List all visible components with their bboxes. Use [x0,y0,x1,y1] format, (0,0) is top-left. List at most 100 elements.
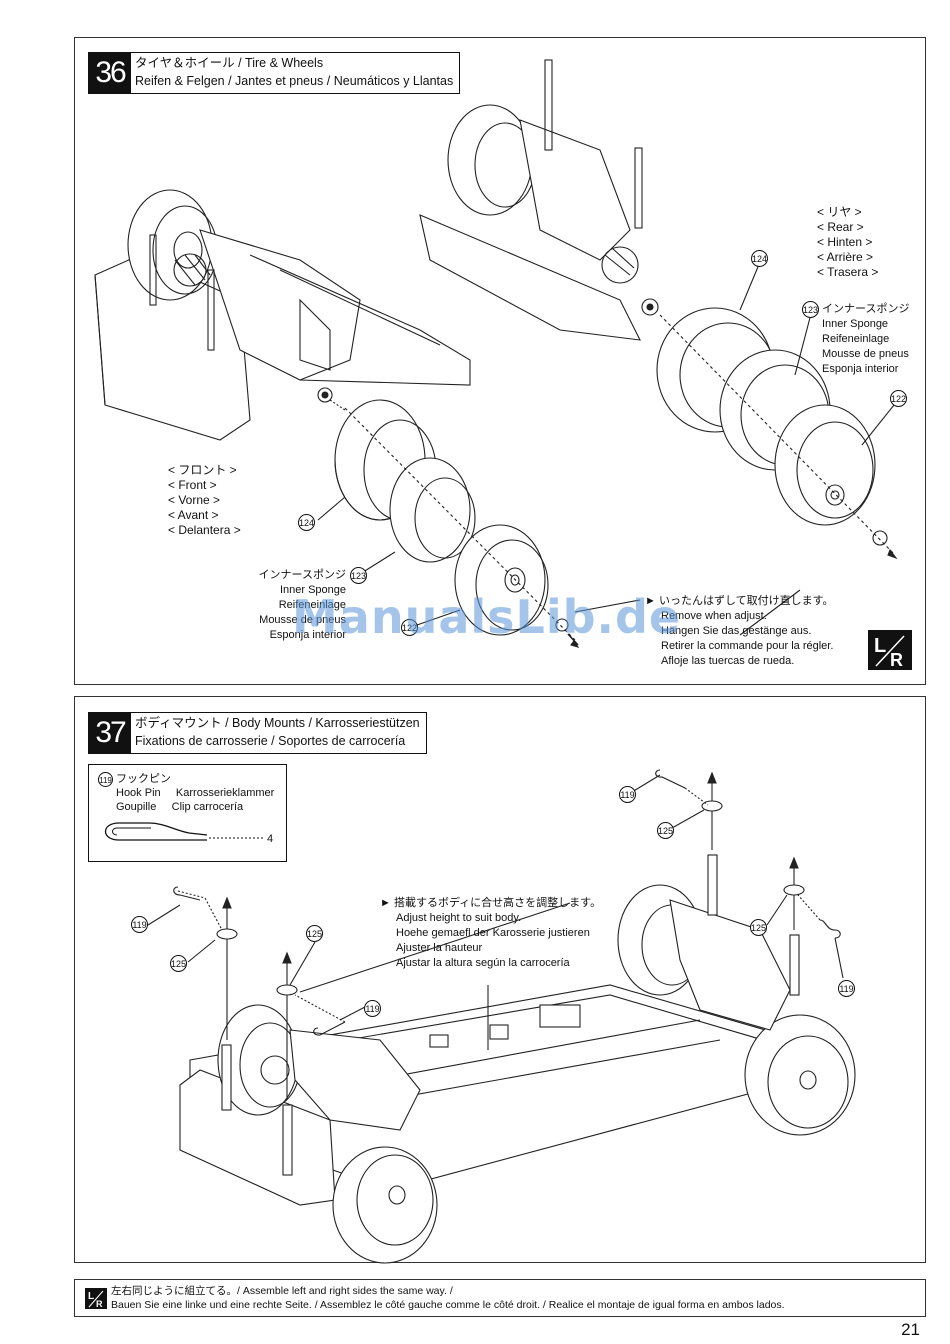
callout-front-sponge: 123 [350,567,367,584]
rear-sponge-jp: インナースポンジ [822,303,910,315]
front-label-es: < Delantera > [168,523,241,537]
rear-label-jp: < リヤ > [817,205,862,219]
step-37-number: 37 [89,713,131,753]
page-number: 21 [901,1320,920,1339]
body-post-front-left [221,1044,232,1111]
svg-text:L: L [874,635,886,657]
rear-wheel-122 [774,404,876,526]
hook-pin-jp: フックピン [116,773,171,785]
front-label-en: < Front > [168,478,217,492]
front-right-wheel-37 [332,1146,438,1264]
hook-pin-icon [104,822,264,841]
callout-rear-tire: 124 [751,250,768,267]
step-36-title-line2: Reifen & Felgen / Jantes et pneus / Neum… [135,74,454,88]
callout-rear-wheel: 122 [890,390,907,407]
hook-pin-rear-right [819,919,841,939]
front-sponge-de: Reifeneinlage [278,599,346,611]
front-sponge-label-group: インナースポンジ Inner Sponge Reifeneinlage Mous… [236,568,346,643]
rear-label-de: < Hinten > [817,235,873,249]
adjust-jp: 搭載するボディに合せ高さを調整します。 [393,897,602,909]
footer-lr-badge: L R [85,1288,107,1309]
step-36-title-line1: タイヤ＆ホイール / Tire & Wheels [135,56,324,70]
rear-label-group: < リヤ > < Rear > < Hinten > < Arrière > <… [817,205,878,280]
rear-sponge-fr: Mousse de pneus [822,348,909,360]
callout-washer-rr: 125 [750,919,767,936]
washer-rear-left [701,800,723,812]
svg-text:R: R [96,1299,103,1309]
callout-pin-rr: 119 [838,980,855,997]
rear-sponge-de: Reifeneinlage [822,333,890,345]
arrow-right-icon: ► [645,595,656,607]
rear-sponge-label-group: インナースポンジ Inner Sponge Reifeneinlage Mous… [822,302,909,377]
footer-line1: 左右同じように組立てる。/ Assemble left and right si… [111,1285,453,1297]
rear-label-en: < Rear > [817,220,864,234]
note-jp: いったんはずして取付け直します。 [658,595,834,607]
step-36-illustration [94,59,899,648]
washer-rear-right [783,884,805,896]
hook-pin-rear-left [655,769,686,789]
callout-rear-sponge: 123 [802,301,819,318]
footer-line2: Bauen Sie eine linke und eine rechte Sei… [111,1299,785,1311]
washer-front-right [276,984,298,996]
body-post-front-right [282,1104,293,1176]
front-label-fr: < Avant > [168,508,219,522]
washer-front-left [216,928,238,940]
hook-pin-es: Clip carrocería [171,801,244,813]
front-sponge-123 [389,457,471,563]
rear-label-es: < Trasera > [817,265,879,279]
step-36-panel [74,37,926,685]
callout-pin-fr: 119 [364,1000,381,1017]
step-37-title-line1: ボディマウント / Body Mounts / Karrosseriestütz… [135,716,420,730]
hook-pin-front-left [173,886,201,901]
front-wheel-122 [454,524,546,636]
callout-pin-rl: 119 [619,786,636,803]
note-fr: Retirer la commande pour la régler. [661,640,834,652]
body-post-rear-right [789,934,800,996]
callout-washer-rl: 125 [657,822,674,839]
callout-washer-fr: 125 [306,925,323,942]
adjust-fr: Ajuster la hauteur [396,942,483,954]
front-label-group: < フロント > < Front > < Vorne > < Avant > <… [168,463,241,538]
adjust-height-note: ► 搭載するボディに合せ高さを調整します。 Adjust height to s… [380,896,601,971]
body-post-rear-left [707,854,718,916]
rear-sponge-en: Inner Sponge [822,318,889,330]
hook-pin-qty: 4 [267,833,274,845]
callout-front-wheel: 122 [401,619,418,636]
step-37-title-line2: Fixations de carrosserie / Soportes de c… [135,734,406,748]
callout-front-tire: 124 [298,514,315,531]
hook-pin-en: Hook Pin [116,787,161,799]
adjust-de: Hoehe gemaefl der Karosserie justieren [396,927,590,939]
step-37-header: 37 ボディマウント / Body Mounts / Karrosseriest… [88,712,427,754]
watermark: ManualsLib.de [292,590,682,644]
hook-pin-parts-box: 119 フックピン Hook Pin Karrosserieklammer Go… [88,764,287,862]
svg-text:R: R [890,650,903,670]
rear-right-wheel-37 [744,1014,856,1136]
rear-sponge-es: Esponja interior [822,363,899,375]
adjust-es: Ajustar la altura según la carrocería [396,957,570,969]
rear-label-fr: < Arrière > [817,250,874,264]
front-label-de: < Vorne > [168,493,221,507]
step-36-number: 36 [89,53,131,93]
left-right-badge: L R [868,630,912,670]
hook-pin-fr: Goupille [116,801,157,813]
front-sponge-jp: インナースポンジ [258,569,346,581]
left-right-icon: L R [874,635,905,670]
adjust-en: Adjust height to suit body. [396,912,522,924]
callout-pin-fl: 119 [131,916,148,933]
note-en: Remove when adjust. [661,610,767,622]
arrow-right-icon-2: ► [380,897,391,909]
hook-pin-front-right [313,1021,346,1036]
footer-note-box: L R 左右同じように組立てる。/ Assemble left and righ… [74,1279,926,1317]
note-es: Afloje las tuercas de rueda. [661,655,795,667]
svg-text:L: L [88,1291,94,1302]
front-sponge-en: Inner Sponge [279,584,346,596]
front-sponge-fr: Mousse de pneus [259,614,346,626]
left-right-icon-small: L R [88,1290,104,1309]
step-36-header: 36 タイヤ＆ホイール / Tire & Wheels Reifen & Fel… [88,52,461,94]
callout-washer-fl: 125 [170,955,187,972]
remove-adjust-note: ► いったんはずして取付け直します。 Remove when adjust. H… [645,594,834,669]
front-sponge-es: Esponja interior [269,629,346,641]
hook-pin-de: Karrosserieklammer [175,787,275,799]
note-de: Hängen Sie das gestänge aus. [661,625,812,637]
